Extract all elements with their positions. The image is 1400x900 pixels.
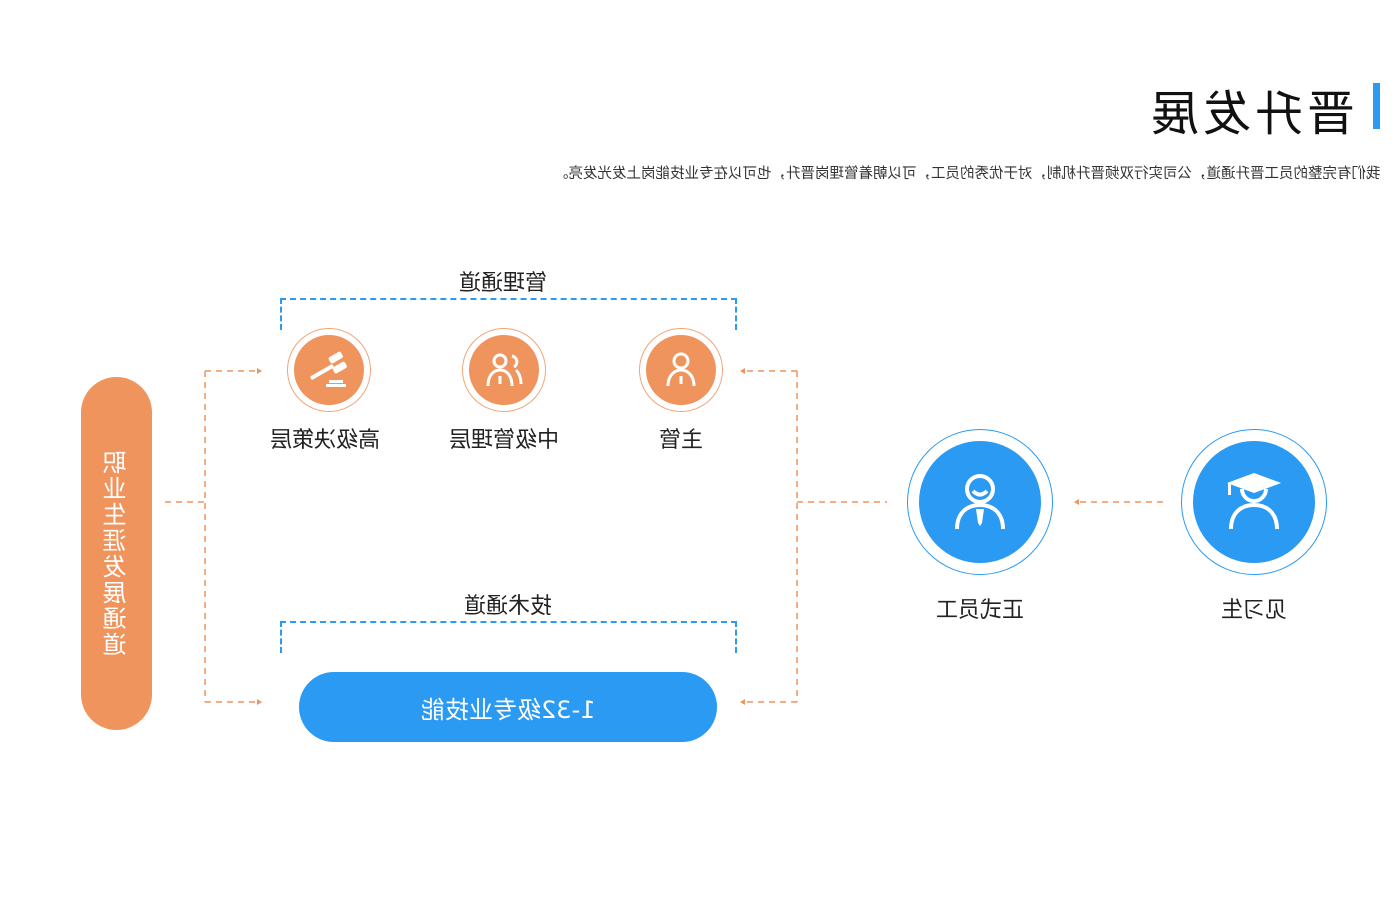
career-channel-pill: 职业生涯发展通道 [81, 377, 152, 730]
management-channel-label: 管理通道 [458, 271, 547, 296]
supervisor-circle [639, 328, 723, 412]
middle-management-circle [462, 328, 546, 412]
intern-circle [1181, 429, 1327, 575]
role-label-senior: 高级决策层 [269, 428, 380, 453]
management-bracket [280, 298, 737, 330]
intern-label: 见习生 [1220, 598, 1287, 623]
employee-icon [955, 474, 1005, 530]
group-icon [486, 353, 523, 387]
employee-label: 正式员工 [935, 598, 1024, 623]
role-label-supervisor: 主管 [658, 428, 703, 453]
senior-decision-circle [287, 328, 371, 412]
role-label-middle: 中级管理层 [448, 428, 559, 453]
gavel-icon [310, 351, 347, 387]
graduation-cap-icon [1227, 473, 1281, 530]
technical-bracket [280, 621, 737, 653]
title-accent-bar [1373, 83, 1380, 129]
technical-channel-label: 技术通道 [463, 594, 552, 619]
employee-circle [907, 429, 1053, 575]
person-icon [666, 352, 696, 387]
technical-levels-pill: 1-32级专业技能 [299, 672, 717, 742]
